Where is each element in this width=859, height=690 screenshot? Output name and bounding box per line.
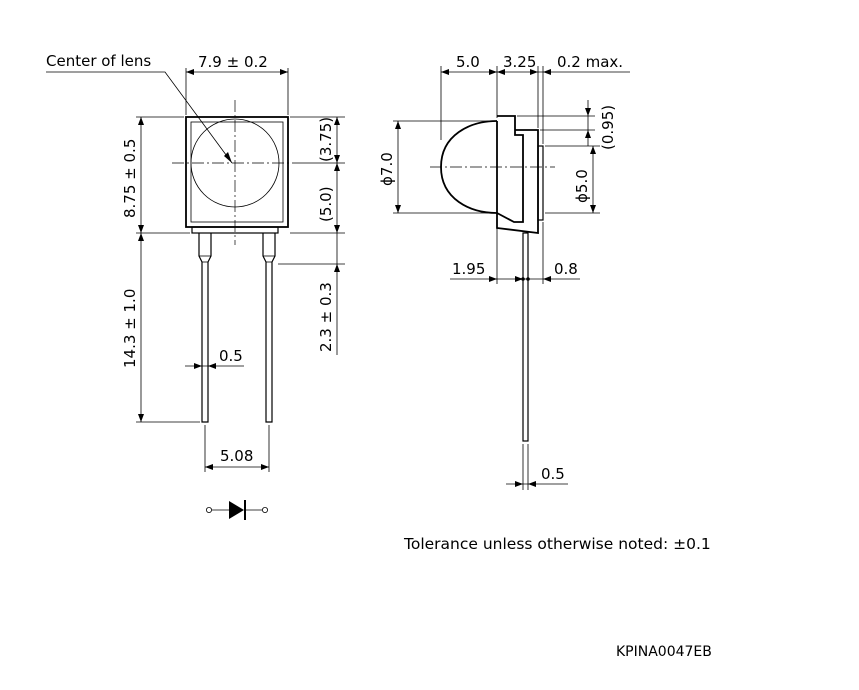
pitch-arrow-left <box>205 464 213 470</box>
side-325-arrow-left <box>497 69 505 75</box>
phi7-arrow-top <box>395 121 401 129</box>
front-body-inner <box>190 121 284 223</box>
tolerance-note: Tolerance unless otherwise noted: ±0.1 <box>403 535 711 553</box>
dome-lens <box>440 120 498 214</box>
lead-width-label: 0.5 <box>219 347 243 365</box>
pitch-label: 5.08 <box>220 447 253 465</box>
side-view: 5.0 3.25 0.2 max. (0.95) ϕ7.0 ϕ5.0 <box>378 53 630 490</box>
lead-length-label: 14.3 ± 1.0 <box>121 289 139 368</box>
dim-375-arrow-top <box>334 117 340 125</box>
side-325-arrow-right <box>530 69 538 75</box>
dim-375-arrow-bottom <box>334 155 340 163</box>
lead-width-arrow-left <box>194 363 202 369</box>
diode-symbol-icon <box>205 500 268 520</box>
dim-375-label: (3.75) <box>317 117 335 162</box>
part-code: KPINA0047EB <box>616 644 712 660</box>
dim-195-label: 1.95 <box>452 260 485 278</box>
front-body-outline <box>185 116 289 228</box>
center-of-lens-leader <box>46 71 233 164</box>
phi5-arrow-top <box>590 146 596 154</box>
lead-length-arrow-bottom <box>138 414 144 422</box>
dim-08-arrow <box>543 276 551 282</box>
phi7-label: ϕ7.0 <box>378 152 396 186</box>
right-lead <box>262 233 276 423</box>
side-flange <box>496 129 539 235</box>
phi7-arrow-bottom <box>395 205 401 213</box>
dim-50-paren-label: (5.0) <box>317 186 335 222</box>
center-of-lens-label: Center of lens <box>46 52 151 70</box>
side-body <box>496 115 524 223</box>
side-5-label: 5.0 <box>456 53 480 71</box>
dim-195-arrow <box>489 276 497 282</box>
left-lead <box>198 233 212 423</box>
dim-08-label: 0.8 <box>554 260 578 278</box>
dim-23-label: 2.3 ± 0.3 <box>317 282 335 352</box>
lead-width-arrow-right <box>208 363 216 369</box>
side-5-arrow-right <box>489 69 497 75</box>
dim-23-arrow <box>334 264 340 272</box>
phi5-label: ϕ5.0 <box>573 169 591 203</box>
side-lead-width-arrow-right <box>528 481 536 487</box>
dim-08-dot-right <box>526 277 530 281</box>
side-lead-width-arrow-left <box>515 481 523 487</box>
lead-length-arrow-top <box>138 233 144 241</box>
side-02-arrow <box>543 69 551 75</box>
height-arrow-bottom <box>138 225 144 233</box>
dim-095-arrow-top <box>585 108 591 116</box>
height-label: 8.75 ± 0.5 <box>121 139 139 218</box>
pitch-arrow-right <box>261 464 269 470</box>
height-arrow-top <box>138 117 144 125</box>
width-arrow-right <box>280 69 288 75</box>
width-arrow-left <box>186 69 194 75</box>
side-back-plate <box>537 145 544 221</box>
side-lead <box>522 232 529 442</box>
phi5-arrow-bottom <box>590 205 596 213</box>
side-5-arrow-left <box>441 69 449 75</box>
dim-50-arrow-top <box>334 163 340 171</box>
front-view: Center of lens 7.9 ± 0.2 8.75 ± 0.5 14.3… <box>46 52 345 520</box>
side-lead-width-label: 0.5 <box>541 465 565 483</box>
center-of-lens-arrow <box>224 152 232 163</box>
width-label: 7.9 ± 0.2 <box>198 53 268 71</box>
side-02max-label: 0.2 max. <box>557 53 623 71</box>
dim-195-arrow-right <box>515 276 523 282</box>
dim-095-arrow-bottom <box>585 130 591 138</box>
side-325-label: 3.25 <box>503 53 536 71</box>
dim-08-dot-left <box>521 277 525 281</box>
front-base <box>191 226 279 234</box>
dim-095-label: (0.95) <box>599 105 617 150</box>
dim-50-arrow-bottom <box>334 225 340 233</box>
